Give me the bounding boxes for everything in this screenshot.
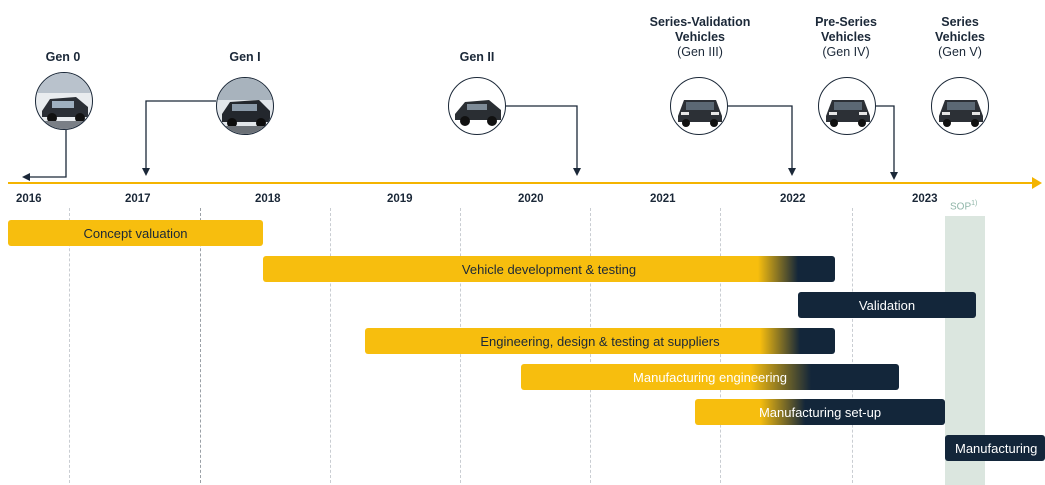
phase-bar-vehicle-development: Vehicle development & testing <box>263 256 835 282</box>
year-2017: 2017 <box>125 193 151 205</box>
gen-4-subtitle: (Gen IV) <box>822 45 870 59</box>
phase-label: Concept valuation <box>83 225 188 241</box>
gen-0-car-photo-icon <box>35 72 93 130</box>
gen-4-car-photo-icon <box>818 77 876 135</box>
gridline <box>852 208 853 483</box>
gen-5-title: Series Vehicles <box>934 15 986 44</box>
timeline-arrow-icon <box>1032 177 1042 189</box>
gen-0-arrow-icon <box>22 130 67 181</box>
phase-bar-validation: Validation <box>798 292 976 318</box>
gen-3-car-photo-icon <box>670 77 728 135</box>
phase-label: Engineering, design & testing at supplie… <box>480 333 720 349</box>
phase-label: Validation <box>858 297 916 313</box>
phase-bar-manufacturing-setup: Manufacturing set-up <box>695 399 945 425</box>
year-2022: 2022 <box>780 193 806 205</box>
gen-1-car-photo-icon <box>216 77 274 135</box>
phase-bar-concept-valuation: Concept valuation <box>8 220 263 246</box>
gridline <box>69 208 70 483</box>
phase-label: Manufacturing engineering <box>633 369 787 385</box>
gen-2-title: Gen II <box>459 50 495 64</box>
gen-5-car-photo-icon <box>931 77 989 135</box>
phase-bar-engineering-suppliers: Engineering, design & testing at supplie… <box>365 328 835 354</box>
gridline <box>200 208 201 483</box>
connector-arrows <box>22 100 898 181</box>
phase-bar-manufacturing-engineering: Manufacturing engineering <box>521 364 899 390</box>
gen-0-title: Gen 0 <box>45 50 81 64</box>
gen-2-car-photo-icon <box>448 77 506 135</box>
gridline <box>330 208 331 483</box>
phase-label: Manufacturing set-up <box>758 404 882 420</box>
gen-3-arrow-icon <box>728 105 796 176</box>
gen-5-subtitle: (Gen V) <box>938 45 982 59</box>
gen-1-heading: Gen I <box>215 50 275 65</box>
sop-footnote: 1) <box>971 200 978 207</box>
gen-2-arrow-icon <box>506 105 581 176</box>
gen-1-title: Gen I <box>229 50 261 64</box>
sop-text: SOP <box>950 201 972 213</box>
gen-4-title: Pre-Series Vehicles <box>815 15 877 44</box>
year-2021: 2021 <box>650 193 676 205</box>
gen-4-heading: Pre-Series Vehicles (Gen IV) <box>806 15 886 60</box>
phase-bar-manufacturing: Manufacturing <box>945 435 1045 461</box>
gen-3-heading: Series-Validation Vehicles (Gen III) <box>640 15 760 60</box>
sop-label: SOP1) <box>950 200 977 212</box>
year-2020: 2020 <box>518 193 544 205</box>
gen-1-arrow-icon <box>142 100 216 176</box>
gen-0-heading: Gen 0 <box>33 50 93 65</box>
gen-3-subtitle: (Gen III) <box>677 45 723 59</box>
year-2019: 2019 <box>387 193 413 205</box>
phase-label: Manufacturing <box>955 440 1038 456</box>
gen-5-heading: Series Vehicles (Gen V) <box>925 15 995 60</box>
year-2016: 2016 <box>16 193 42 205</box>
year-2023: 2023 <box>912 193 938 205</box>
gen-3-title: Series-Validation Vehicles <box>649 15 751 44</box>
year-2018: 2018 <box>255 193 281 205</box>
gen-2-heading: Gen II <box>447 50 507 65</box>
phase-label: Vehicle development & testing <box>461 261 637 277</box>
gen-4-arrow-icon <box>876 105 898 180</box>
timeline-axis <box>8 182 1038 184</box>
